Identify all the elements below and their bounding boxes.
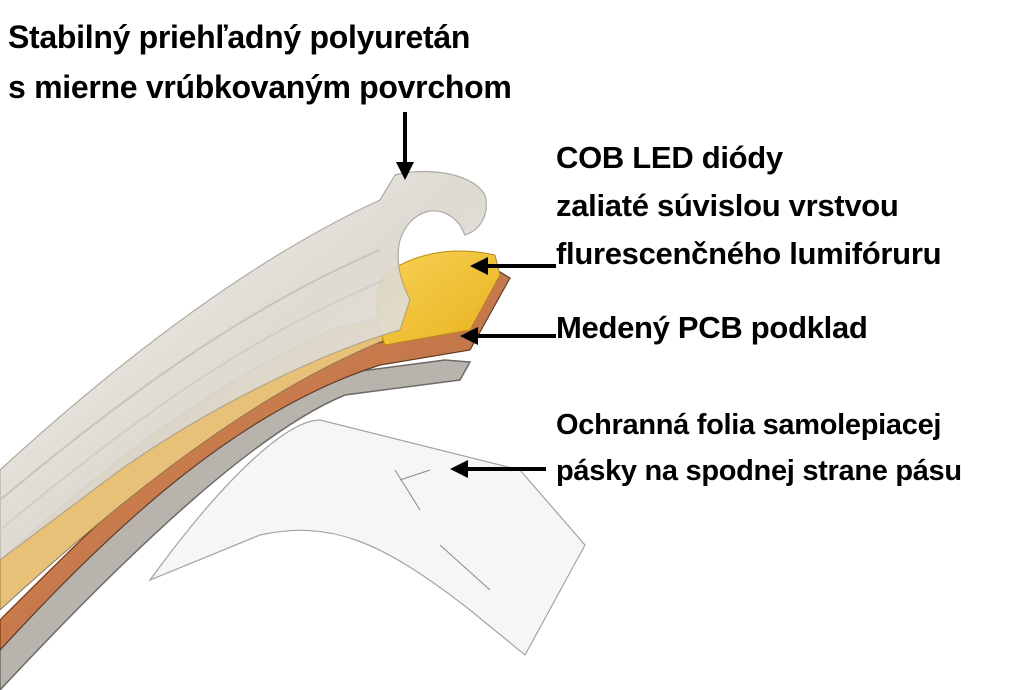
label-pcb-line1: Medený PCB podklad bbox=[556, 310, 868, 345]
label-cob-led-line1: COB LED diódy bbox=[556, 140, 783, 175]
label-polyurethane: Stabilný priehľadný polyuretán s mierne … bbox=[8, 12, 512, 112]
protective-foil-shape bbox=[148, 419, 586, 656]
label-foil-line1: Ochranná folia samolepiacej bbox=[556, 409, 942, 441]
label-cob-led-line2: zaliaté súvislou vrstvou bbox=[556, 188, 899, 223]
label-cob-led-line3: flurescenčného lumifóruru bbox=[556, 236, 942, 271]
label-polyurethane-line1: Stabilný priehľadný polyuretán bbox=[8, 19, 471, 55]
arrow-foil bbox=[450, 460, 546, 478]
label-cob-led: COB LED diódy zaliaté súvislou vrstvou f… bbox=[556, 134, 942, 278]
arrow-polyurethane bbox=[396, 112, 414, 180]
arrow-pcb bbox=[460, 327, 556, 345]
label-foil: Ochranná folia samolepiacej pásky na spo… bbox=[556, 402, 962, 494]
polyurethane-profile-shape bbox=[0, 170, 487, 561]
label-polyurethane-line2: s mierne vrúbkovaným povrchom bbox=[8, 69, 512, 105]
label-pcb: Medený PCB podklad bbox=[556, 304, 868, 352]
label-foil-line2: pásky na spodnej strane pásu bbox=[556, 455, 962, 487]
arrow-cob-led bbox=[470, 257, 556, 275]
